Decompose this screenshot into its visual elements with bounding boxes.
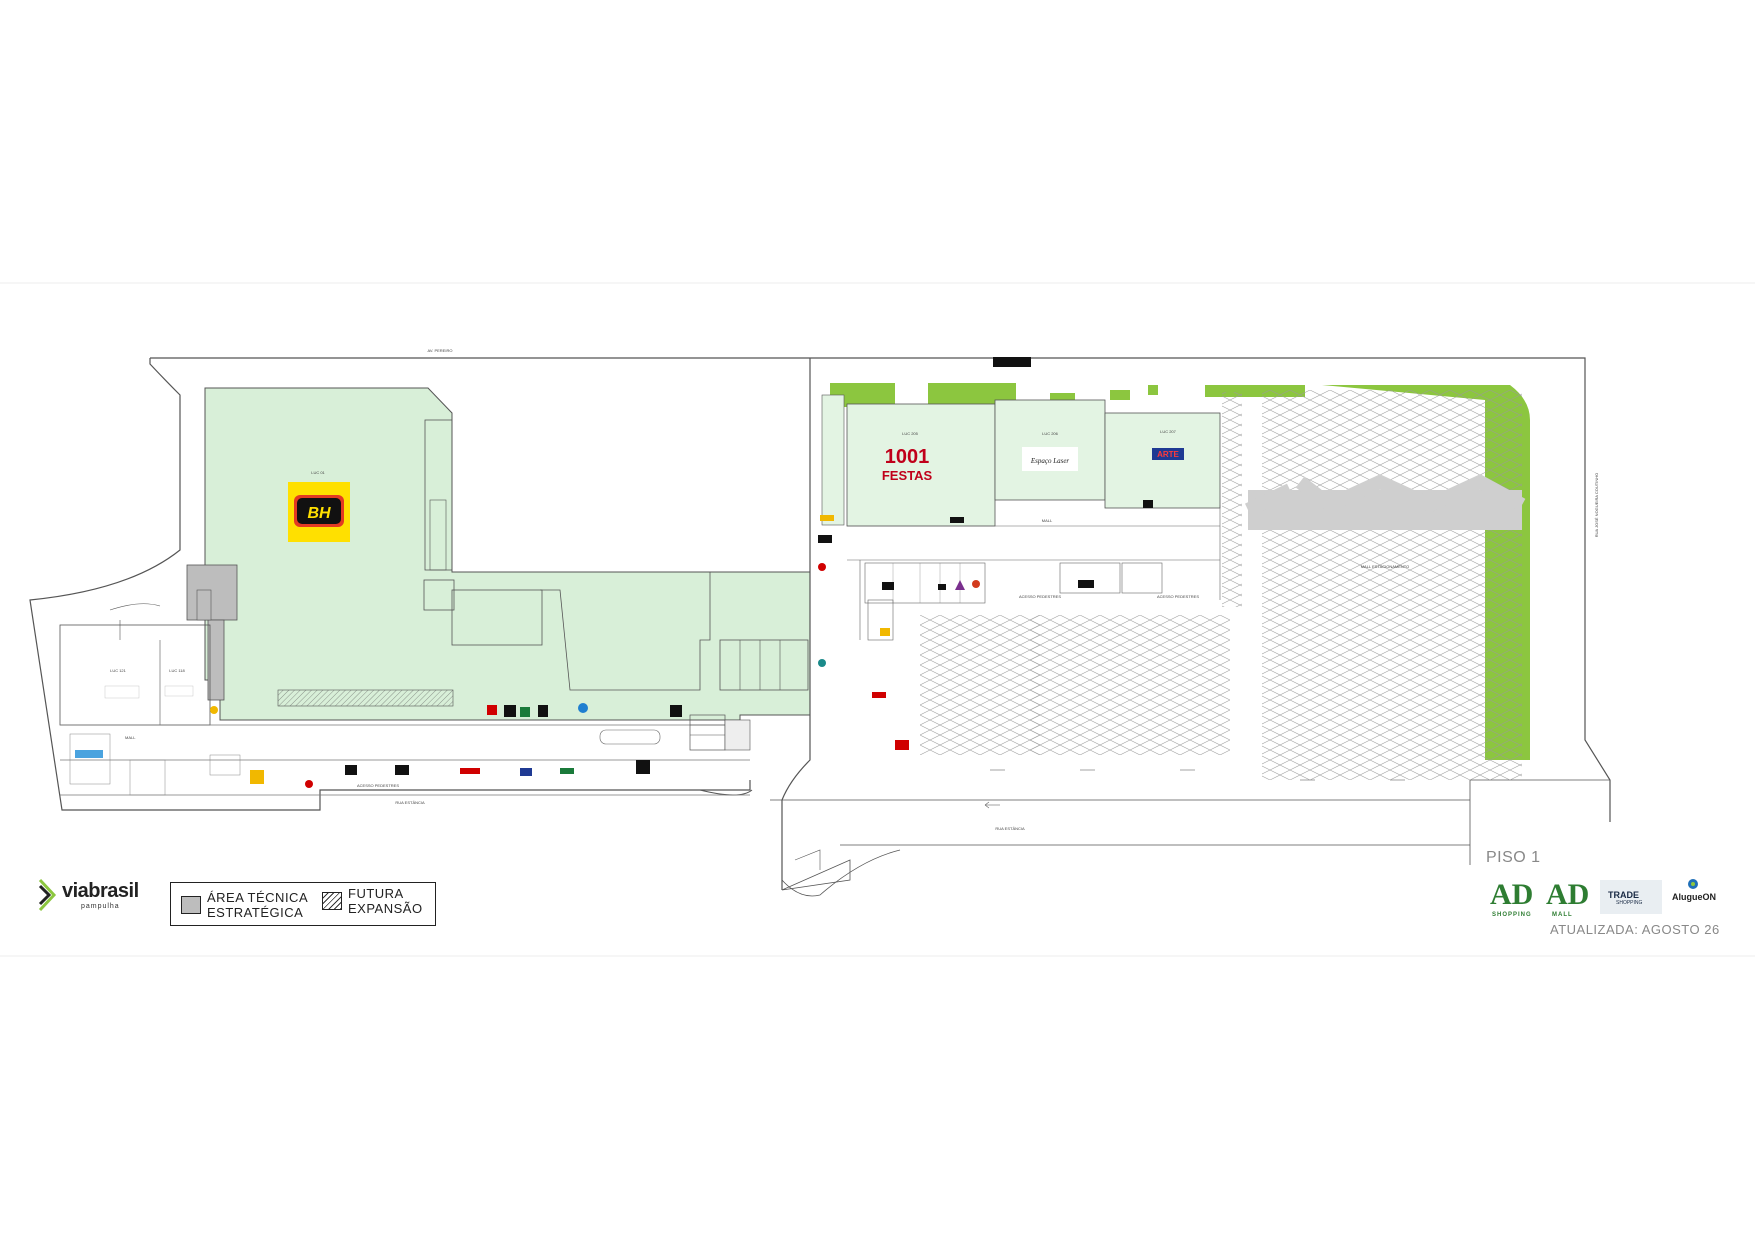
legend-item1-line2: ESTRATÉGICA <box>207 905 304 920</box>
street-right: RUA JOSÉ NOGUEIRA COUTINHO <box>1594 473 1599 537</box>
gallery-stores <box>69 703 682 796</box>
anchor-3-logo[interactable]: ARTE <box>1152 448 1184 460</box>
alugueon-logo: AlugueON <box>1672 892 1716 902</box>
trade-shopping-logo: TRADE SHOPPING <box>1600 880 1662 914</box>
legend-item1-line1: ÁREA TÉCNICA <box>207 890 309 905</box>
left-building: BH LUC 01 LUC 121 LUC 118 <box>29 357 811 811</box>
bh-logo-text: BH <box>307 505 331 522</box>
viabrasil-logo: viabrasil pampulha <box>38 878 139 912</box>
alugueon-pin-icon <box>1688 879 1698 889</box>
bh-luc-label: LUC 01 <box>311 470 325 475</box>
legend-technical-area: ÁREA TÉCNICA ESTRATÉGICA <box>181 890 308 920</box>
right-building: RUA ESTÂNCIA LUC 205 LUC 206 LUC 207 100… <box>770 357 1611 897</box>
walkway-label-3: ACESSO PEDESTRES <box>1157 594 1199 599</box>
parking-label: MALL ESTACIONAMENTO <box>1361 564 1410 569</box>
viabrasil-name: viabrasil <box>62 880 139 902</box>
bh-logo[interactable]: BH <box>288 482 350 542</box>
viabrasil-sub: pampulha <box>80 903 120 910</box>
bh-anchor-area <box>204 387 811 721</box>
map-legend: ÁREA TÉCNICA ESTRATÉGICA FUTURA EXPANSÃO <box>170 882 436 926</box>
viabrasil-mark-icon <box>38 878 57 912</box>
partner-logos: AD SHOPPING AD MALL TRADE SHOPPING Alugu… <box>1490 876 1730 920</box>
future-expansion-swatch <box>322 892 342 910</box>
technical-area-swatch <box>181 896 201 914</box>
mall-label-right: MALL <box>1042 518 1053 523</box>
parking-lot <box>920 390 1526 780</box>
anchor-store-3 <box>1104 412 1221 509</box>
anchor-2-logo[interactable]: Espaço Laser <box>1022 447 1078 471</box>
street-bottom-right: RUA ESTÂNCIA <box>995 826 1025 831</box>
ad-mall-sub: MALL <box>1552 912 1573 918</box>
store-luc-121: LUC 121 <box>110 668 127 673</box>
luc-206-label: LUC 206 <box>1042 431 1059 436</box>
trade-logo-text: TRADE <box>1608 890 1639 900</box>
store-luc-118: LUC 118 <box>169 668 185 673</box>
trade-logo-sub: SHOPPING <box>1616 900 1643 906</box>
street-top: AV. PEREIRO <box>428 348 453 353</box>
legend-future-expansion: FUTURA EXPANSÃO <box>322 886 423 916</box>
legend-item2-line1: FUTURA <box>348 886 404 901</box>
luc-205-label: LUC 205 <box>902 431 919 436</box>
anchor-2-logo-text: Espaço Laser <box>1030 457 1070 465</box>
1001-festas-logo[interactable]: 1001 FESTAS <box>882 446 933 483</box>
festas-logo-word: FESTAS <box>882 468 933 483</box>
anchor-1001-festas <box>846 403 996 527</box>
festas-logo-number: 1001 <box>885 446 930 468</box>
mall-label-left: MALL <box>125 735 136 740</box>
floor-label: PISO 1 <box>1486 849 1541 866</box>
anchor-3-logo-text: ARTE <box>1157 450 1179 459</box>
ad-mall-logo: AD <box>1546 878 1590 911</box>
ad-shopping-logo: AD <box>1490 878 1534 911</box>
updated-date: ATUALIZADA: AGOSTO 26 <box>1550 922 1720 937</box>
technical-area <box>186 564 238 621</box>
walkway-label-2: ACESSO PEDESTRES <box>1019 594 1061 599</box>
luc-207-label: LUC 207 <box>1160 429 1177 434</box>
legend-item2-line2: EXPANSÃO <box>348 901 423 916</box>
rack-row <box>277 689 454 707</box>
ad-shopping-sub: SHOPPING <box>1492 912 1532 918</box>
street-bottom-left: RUA ESTÂNCIA <box>395 800 425 805</box>
walkway-label-1: ACESSO PEDESTRES <box>357 783 399 788</box>
